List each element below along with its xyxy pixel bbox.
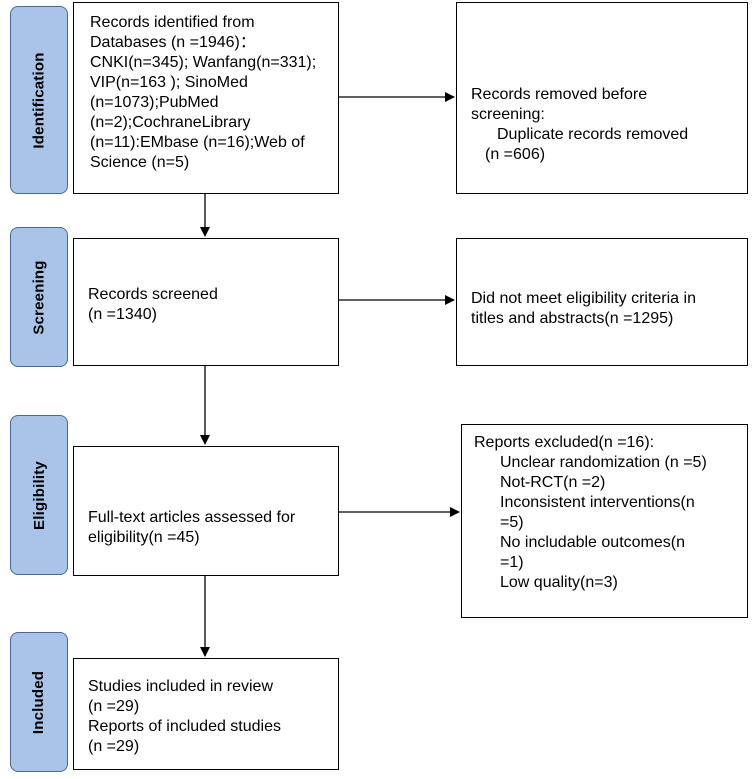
- reports-excluded-item: No includable outcomes(n: [500, 534, 685, 551]
- fulltext-assessed-count: eligibility(n =45): [88, 529, 200, 546]
- records-identified-box: Records identified from Databases (n =19…: [73, 2, 339, 194]
- screen-excluded-line: Did not meet eligibility criteria in: [471, 290, 696, 307]
- reports-included-count: (n =29): [88, 738, 140, 755]
- records-identified-line: (n=1073);PubMed: [90, 94, 219, 111]
- records-removed-line: screening:: [471, 106, 545, 123]
- records-identified-line: (n=2);CochraneLibrary: [90, 114, 251, 131]
- records-identified-line: VIP(n=163 ); SinoMed: [90, 74, 248, 91]
- reports-excluded-item: Unclear randomization (n =5): [500, 454, 707, 471]
- reports-excluded-item: =5): [500, 514, 524, 531]
- duplicates-removed-line: Duplicate records removed: [497, 126, 689, 143]
- studies-included-label: Studies included in review: [88, 678, 273, 695]
- stage-eligibility: Eligibility: [10, 415, 68, 575]
- records-removed-line: Records removed before: [471, 86, 648, 103]
- records-identified-line: (n=11):EMbase (n=16);Web of: [90, 134, 305, 151]
- stage-screening: Screening: [10, 227, 68, 367]
- reports-excluded-box: Reports excluded(n =16): Unclear randomi…: [461, 424, 748, 618]
- reports-excluded-item: =1): [500, 554, 524, 571]
- screen-excluded-box: Did not meet eligibility criteria in tit…: [456, 238, 748, 366]
- reports-included-label: Reports of included studies: [88, 718, 281, 735]
- records-identified-line: Records identified from: [90, 14, 255, 31]
- studies-included-count: (n =29): [88, 698, 140, 715]
- fulltext-assessed-box: Full-text articles assessed for eligibil…: [73, 446, 339, 576]
- reports-excluded-item: Low quality(n=3): [500, 574, 618, 591]
- records-identified-line: CNKI(n=345); Wanfang(n=331);: [90, 54, 317, 71]
- records-removed-box: Records removed before screening: Duplic…: [456, 2, 748, 194]
- records-screened-count: (n =1340): [88, 306, 157, 323]
- duplicates-removed-count: (n =606): [485, 146, 546, 163]
- screen-excluded-line: titles and abstracts(n =1295): [471, 310, 674, 327]
- reports-excluded-heading: Reports excluded(n =16):: [474, 434, 655, 451]
- reports-excluded-item: Not-RCT(n =2): [500, 474, 606, 491]
- stage-included: Included: [10, 632, 68, 772]
- records-identified-line: Science (n=5): [90, 154, 190, 171]
- reports-excluded-item: Inconsistent interventions(n: [500, 494, 695, 511]
- stage-identification: Identification: [10, 6, 68, 194]
- records-screened-box: Records screened (n =1340): [73, 238, 339, 366]
- records-identified-line: Databases (n =1946)：: [90, 34, 256, 51]
- records-screened-label: Records screened: [88, 286, 218, 303]
- fulltext-assessed-line: Full-text articles assessed for: [88, 509, 296, 526]
- studies-included-box: Studies included in review (n =29) Repor…: [73, 658, 339, 770]
